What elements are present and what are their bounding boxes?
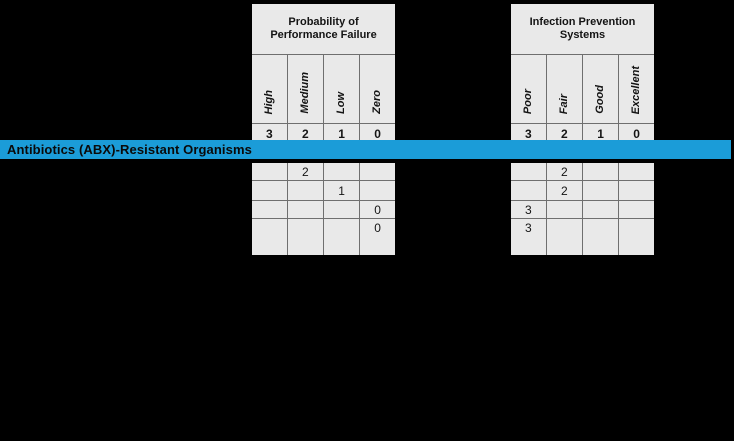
- matrix-cell: [286, 200, 325, 219]
- matrix-cell: [322, 200, 361, 219]
- column-score-zero: 0: [359, 123, 397, 146]
- performance-failure-header-table: Probability of Performance Failure High …: [250, 2, 397, 146]
- performance-failure-data-table: 2 1 0 0: [250, 161, 397, 257]
- column-score-fair: 2: [545, 123, 584, 146]
- matrix-cell: 0: [359, 218, 397, 257]
- table-row: 0: [250, 218, 397, 257]
- column-header-medium: Medium: [286, 54, 325, 124]
- column-score-good: 1: [581, 123, 620, 146]
- matrix-cell: [250, 180, 288, 201]
- matrix-cell: [250, 200, 288, 219]
- table-row: 3: [509, 200, 656, 219]
- matrix-cell: 2: [545, 180, 584, 201]
- infection-prevention-data-table: 2 2 3 3: [509, 161, 656, 257]
- matrix-cell: [286, 180, 325, 201]
- matrix-cell: [618, 200, 656, 219]
- column-header-poor: Poor: [509, 54, 547, 124]
- table-row: 3: [509, 218, 656, 257]
- infection-prevention-title: Infection Prevention Systems: [509, 2, 656, 55]
- column-score-high: 3: [250, 123, 288, 146]
- matrix-cell: [581, 161, 620, 181]
- column-score-medium: 2: [286, 123, 325, 146]
- table-row: 2: [509, 161, 656, 181]
- matrix-cell: [581, 218, 620, 257]
- matrix-cell: [322, 161, 361, 181]
- performance-failure-title: Probability of Performance Failure: [250, 2, 397, 55]
- matrix-cell: 1: [322, 180, 361, 201]
- matrix-cell: 2: [545, 161, 584, 181]
- matrix-cell: [618, 180, 656, 201]
- column-score-poor: 3: [509, 123, 547, 146]
- table-row: 0: [250, 200, 397, 219]
- matrix-cell: 2: [286, 161, 325, 181]
- matrix-cell: [618, 161, 656, 181]
- matrix-cell: [581, 200, 620, 219]
- column-header-fair: Fair: [545, 54, 584, 124]
- column-header-label: Medium: [298, 72, 311, 114]
- matrix-cell: [322, 218, 361, 257]
- matrix-cell: 0: [359, 200, 397, 219]
- column-header-high: High: [250, 54, 288, 124]
- matrix-cell: [618, 218, 656, 257]
- column-header-label: Low: [335, 92, 348, 114]
- column-header-label: Fair: [557, 93, 570, 114]
- matrix-cell: [250, 218, 288, 257]
- category-banner-label: Antibiotics (ABX)-Resistant Organisms: [7, 142, 252, 157]
- matrix-cell: [359, 161, 397, 181]
- column-header-excellent: Excellent: [618, 54, 656, 124]
- column-header-label: Excellent: [630, 65, 643, 114]
- column-header-label: Zero: [371, 90, 384, 114]
- matrix-cell: [286, 218, 325, 257]
- matrix-cell: [509, 161, 547, 181]
- infection-prevention-header-table: Infection Prevention Systems Poor Fair G…: [509, 2, 656, 146]
- column-score-low: 1: [322, 123, 361, 146]
- column-header-good: Good: [581, 54, 620, 124]
- matrix-cell: [509, 180, 547, 201]
- matrix-cell: [545, 200, 584, 219]
- matrix-cell: [581, 180, 620, 201]
- column-header-zero: Zero: [359, 54, 397, 124]
- table-row: 2: [509, 180, 656, 201]
- matrix-cell: [250, 161, 288, 181]
- table-row: 1: [250, 180, 397, 201]
- column-header-label: Poor: [521, 88, 534, 114]
- matrix-cell: 3: [509, 200, 547, 219]
- table-row: 2: [250, 161, 397, 181]
- matrix-cell: [545, 218, 584, 257]
- column-header-label: High: [262, 89, 275, 114]
- matrix-cell: 3: [509, 218, 547, 257]
- matrix-cell: [359, 180, 397, 201]
- column-score-excellent: 0: [618, 123, 656, 146]
- column-header-label: Good: [594, 85, 607, 114]
- category-banner: Antibiotics (ABX)-Resistant Organisms: [0, 140, 731, 159]
- column-header-low: Low: [322, 54, 361, 124]
